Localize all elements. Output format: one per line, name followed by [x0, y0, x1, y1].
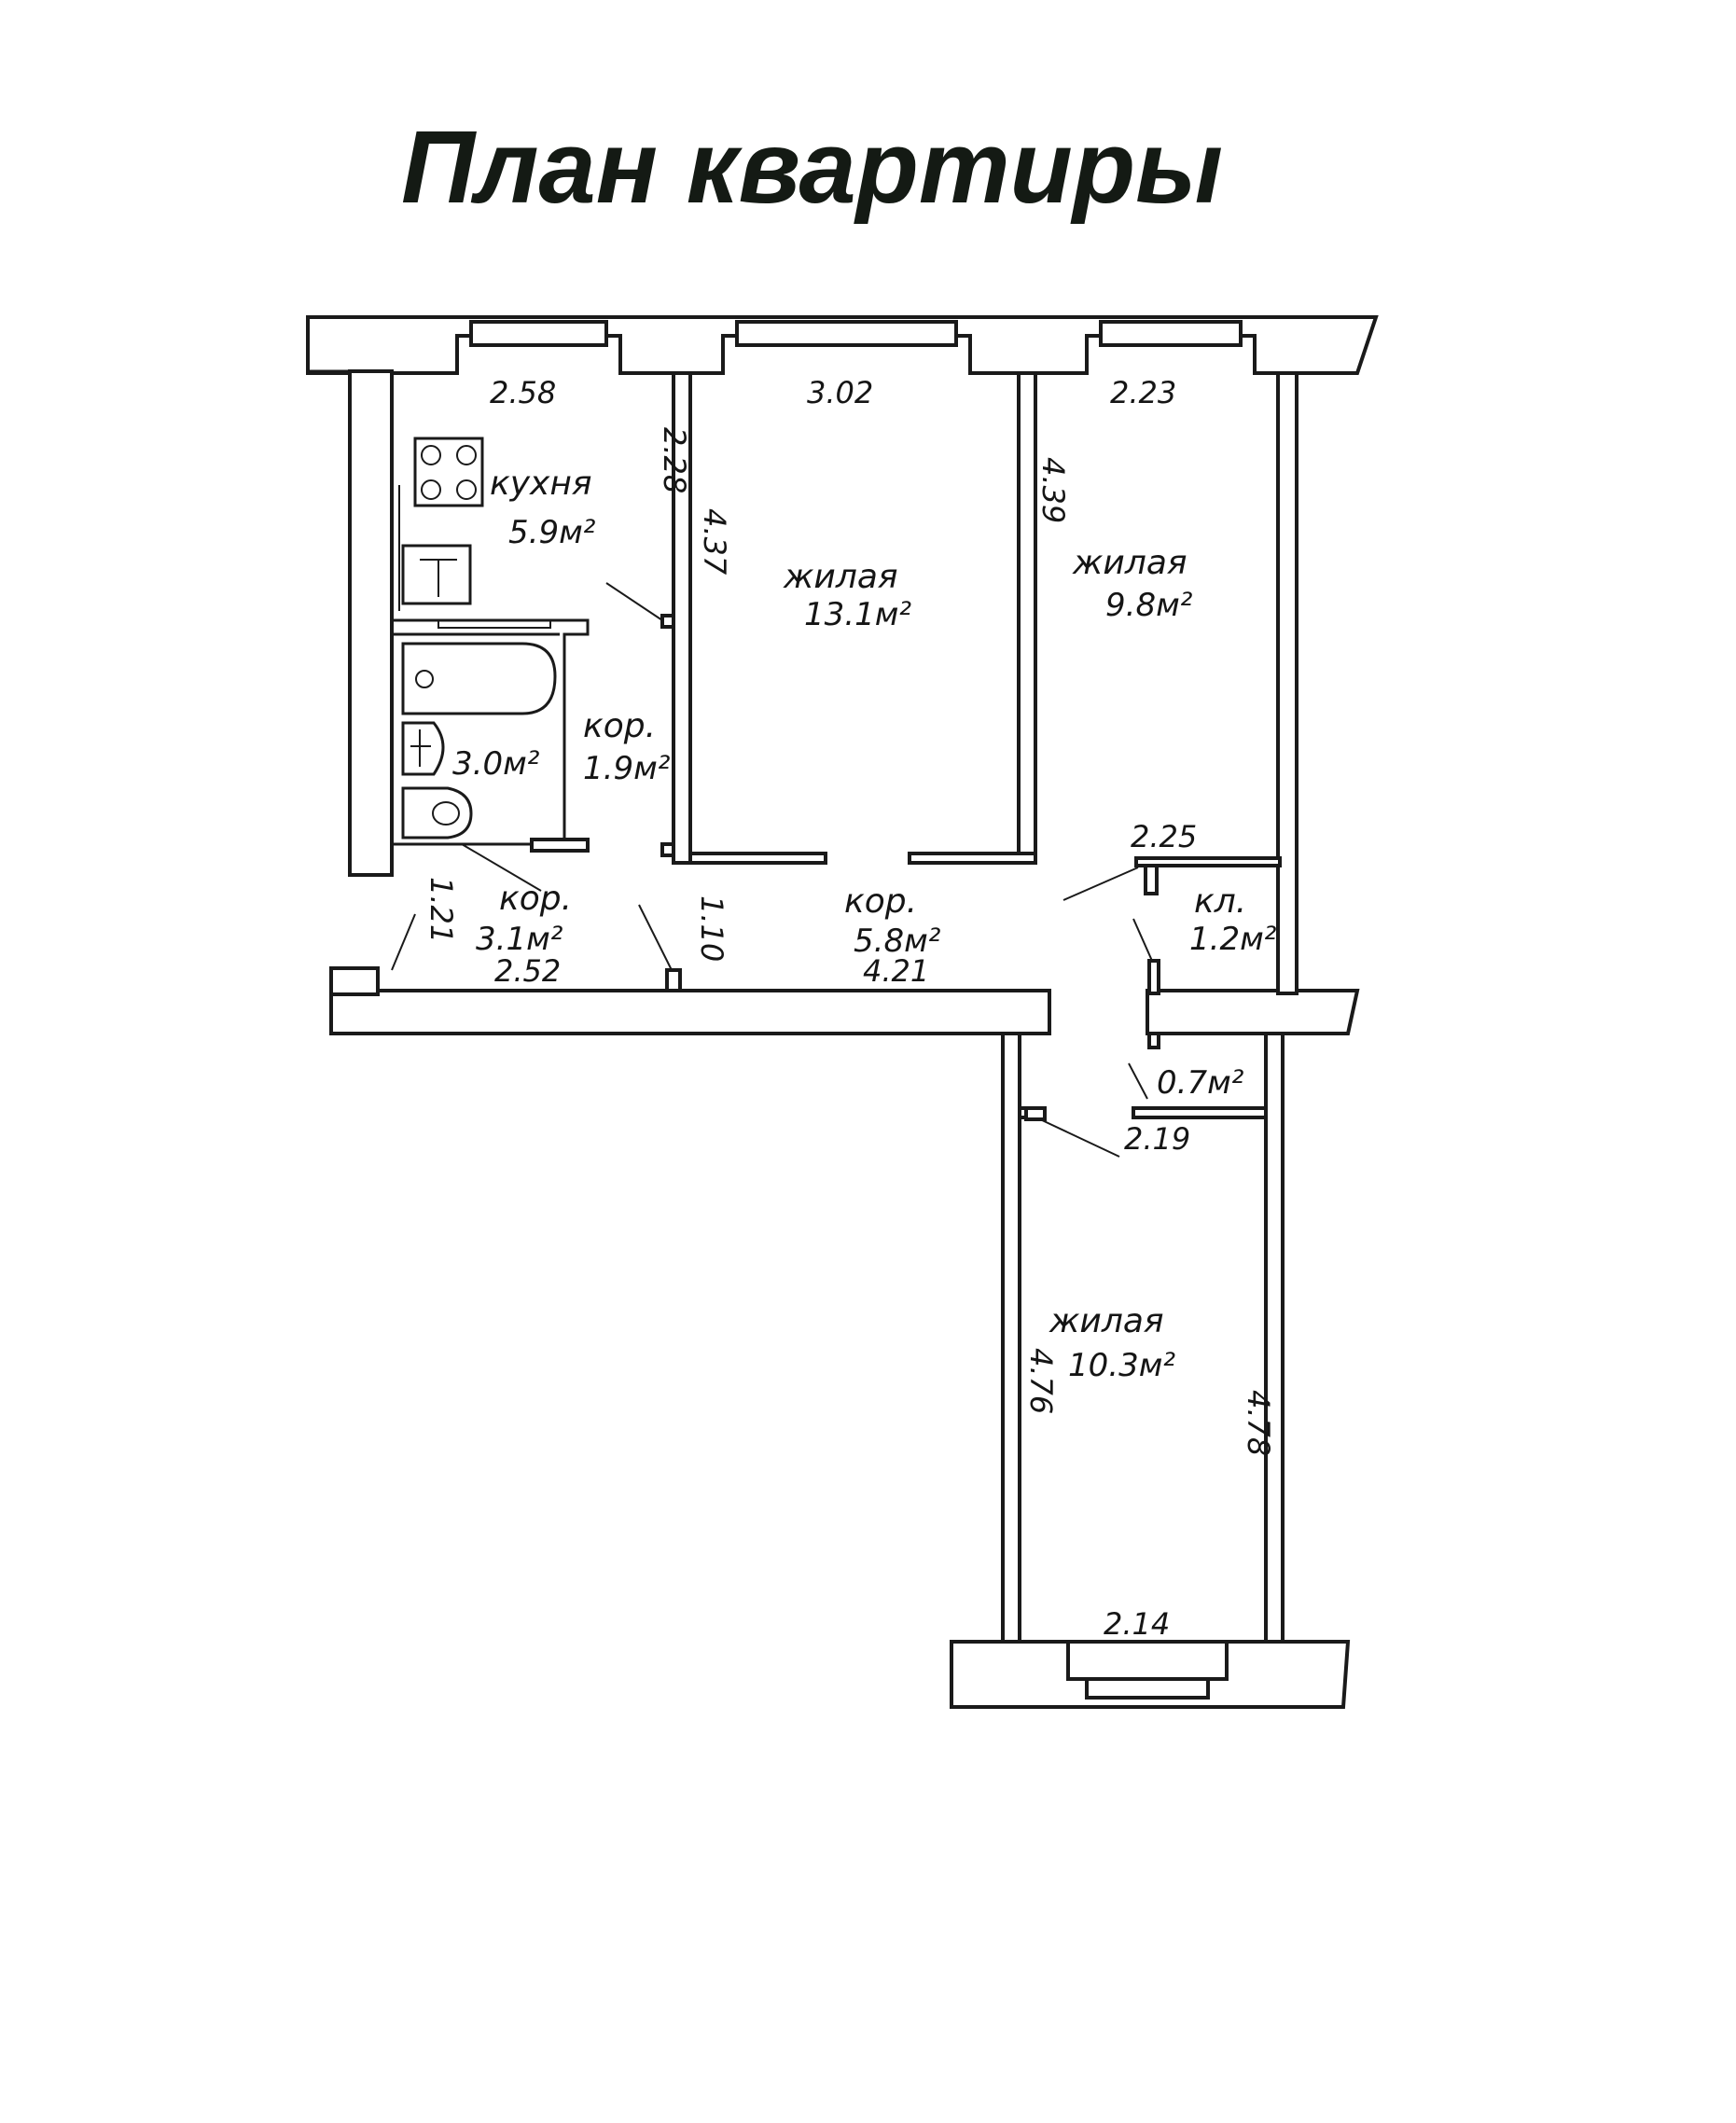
dim-living2-width: 2.23 [1110, 375, 1176, 410]
wall-lower-right [1264, 1032, 1285, 1646]
partition-living1-living2 [1017, 371, 1037, 865]
bath-area: 3.0м² [452, 745, 540, 783]
window-living2 [1099, 320, 1243, 347]
closet2-area: 0.7м² [1157, 1064, 1244, 1102]
window-living3 [1066, 1640, 1229, 1681]
dim-living1-width: 3.02 [807, 375, 873, 410]
wall-lower-left [1001, 1032, 1021, 1646]
wall-right-upper [1276, 371, 1299, 995]
dim-living2-depth: 4.39 [1035, 457, 1071, 523]
corridor2-area: 3.1м² [476, 921, 563, 958]
wall-left [348, 369, 394, 877]
page-title: План квартиры [401, 110, 1223, 225]
corridor2-label: кор. [499, 880, 572, 918]
corridor3-area: 5.8м² [854, 923, 941, 960]
dim-corridor3-width: 4.21 [863, 953, 929, 989]
living2-area: 9.8м² [1105, 587, 1193, 624]
dim-corridor3-depth: 1.10 [694, 895, 729, 962]
living3-area: 10.3м² [1068, 1347, 1175, 1384]
closet1-label: кл. [1194, 882, 1246, 921]
dim-corridor2-width: 2.52 [494, 953, 561, 989]
living1-label: жилая [783, 558, 898, 596]
window-living1 [735, 320, 958, 347]
wall-right-bottom [1146, 989, 1360, 1035]
kitchen-sink-icon [401, 544, 472, 605]
closet1-area: 1.2м² [1189, 921, 1277, 958]
dim-closet2-width: 2.19 [1124, 1121, 1190, 1157]
sink-icon [401, 721, 445, 776]
window-kitchen [469, 320, 608, 347]
stove-icon [413, 437, 484, 507]
dim-closet1-width: 2.25 [1131, 819, 1197, 854]
living3-label: жилая [1049, 1302, 1164, 1340]
wall-middle-bottom [329, 989, 1051, 1035]
living2-label: жилая [1072, 544, 1187, 582]
dim-living3-width: 2.14 [1104, 1606, 1170, 1642]
kitchen-label: кухня [490, 465, 592, 503]
corridor3-label: кор. [844, 882, 917, 921]
bathtub-icon [401, 642, 557, 715]
corridor1-area: 1.9м² [583, 750, 671, 787]
dim-corridor2-depth: 1.21 [424, 877, 459, 943]
dim-kitchen-width: 2.58 [490, 375, 556, 410]
living1-area: 13.1м² [804, 596, 911, 633]
dim-kitchen-depth: 2.28 [657, 427, 692, 493]
dim-living3-right: 4.78 [1241, 1390, 1276, 1456]
dim-living1-depth: 4.37 [697, 508, 732, 576]
corridor1-label: кор. [583, 707, 656, 745]
toilet-icon [401, 786, 473, 839]
kitchen-area: 5.9м² [508, 514, 596, 551]
dim-living3-left: 4.76 [1023, 1348, 1059, 1414]
